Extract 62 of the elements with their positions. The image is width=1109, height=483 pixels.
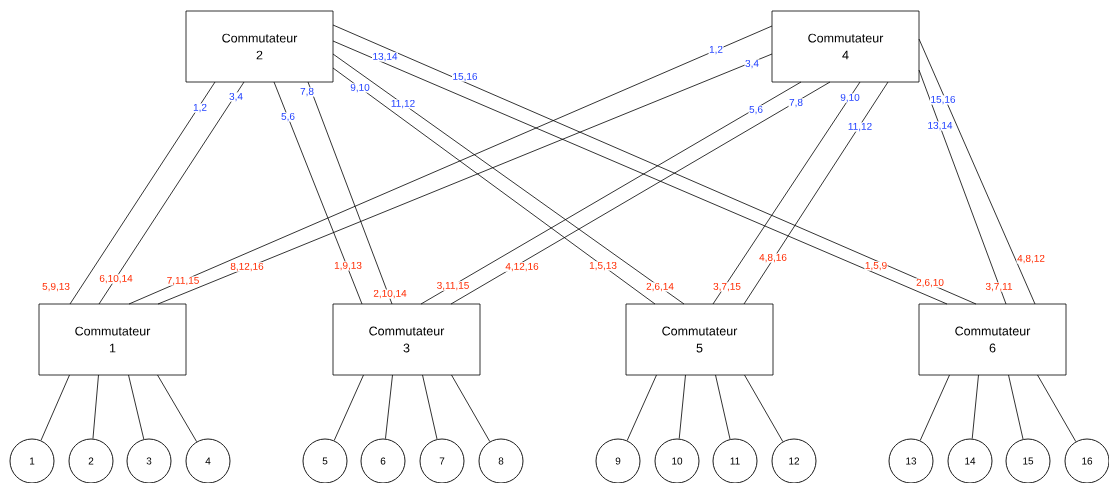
connector-line xyxy=(333,374,364,441)
port-label: 4,8,12 xyxy=(1016,254,1046,264)
connector-line xyxy=(273,81,363,305)
port-label: 2,6,10 xyxy=(915,278,945,288)
edge-label: 13,14 xyxy=(927,121,953,131)
connector-line xyxy=(1037,374,1077,442)
port-label: 2,6,14 xyxy=(645,282,675,292)
connector-line xyxy=(307,81,393,305)
edge-label: 15,16 xyxy=(452,72,478,82)
port-label: 4,12,16 xyxy=(504,262,540,272)
connector-line xyxy=(98,81,245,305)
port-label: 3,7,15 xyxy=(712,282,742,292)
connector-line xyxy=(157,374,198,443)
switch-box: Commutateur 5 xyxy=(625,303,774,376)
connector-line xyxy=(971,374,979,440)
port-label: 2,10,14 xyxy=(372,289,408,299)
connector-line xyxy=(918,69,1007,305)
connector-line xyxy=(1008,374,1024,440)
connector-line xyxy=(678,374,686,440)
port-label: 3,7,11 xyxy=(985,282,1014,292)
port-label: 1,9,13 xyxy=(333,261,363,271)
edge-label: 5,6 xyxy=(280,112,296,122)
connector-line xyxy=(128,374,145,440)
port-label: 1,5,13 xyxy=(588,261,618,271)
edge-label: 9,10 xyxy=(349,83,371,93)
edge-label: 1,2 xyxy=(708,45,724,55)
connector-line xyxy=(422,374,438,440)
port-label: 6,10,14 xyxy=(98,274,134,284)
switch-box: Commutateur 2 xyxy=(185,10,334,83)
connector-line xyxy=(715,374,731,440)
edge-label: 11,12 xyxy=(847,122,873,132)
edge-label: 15,16 xyxy=(930,95,956,105)
switch-box: Commutateur 4 xyxy=(771,10,920,83)
edge-label: 7,8 xyxy=(299,87,315,97)
connector-line xyxy=(743,81,889,305)
switch-box: Commutateur 6 xyxy=(918,303,1067,376)
edge-label: 13,14 xyxy=(372,52,398,62)
connector-line xyxy=(626,374,657,441)
connector-line xyxy=(712,81,861,305)
edge-label: 5,6 xyxy=(748,105,764,115)
connector-line xyxy=(385,374,393,440)
port-label: 3,11,15 xyxy=(436,281,470,291)
edge-label: 3,4 xyxy=(744,59,760,69)
port-label: 1,5,9 xyxy=(864,261,888,271)
switch-box: Commutateur 3 xyxy=(332,303,481,376)
connector-line xyxy=(69,81,216,305)
connector-line xyxy=(919,374,950,441)
connector-line xyxy=(451,374,491,442)
port-label: 7,11,15 xyxy=(166,276,200,286)
port-label: 8,12,16 xyxy=(229,262,265,272)
connector-line xyxy=(92,374,99,440)
edge-label: 1,2 xyxy=(192,103,208,113)
edge-label: 3,4 xyxy=(228,92,244,102)
port-label: 5,9,13 xyxy=(41,282,71,292)
edge-label: 11,12 xyxy=(390,99,416,109)
edge-label: 7,8 xyxy=(788,98,804,108)
edge-label: 9,10 xyxy=(839,93,861,103)
connector-line xyxy=(918,38,1036,305)
connector-line xyxy=(40,374,70,441)
port-label: 4,8,16 xyxy=(758,253,788,263)
switch-box: Commutateur 1 xyxy=(38,303,187,376)
connector-line xyxy=(744,374,784,442)
